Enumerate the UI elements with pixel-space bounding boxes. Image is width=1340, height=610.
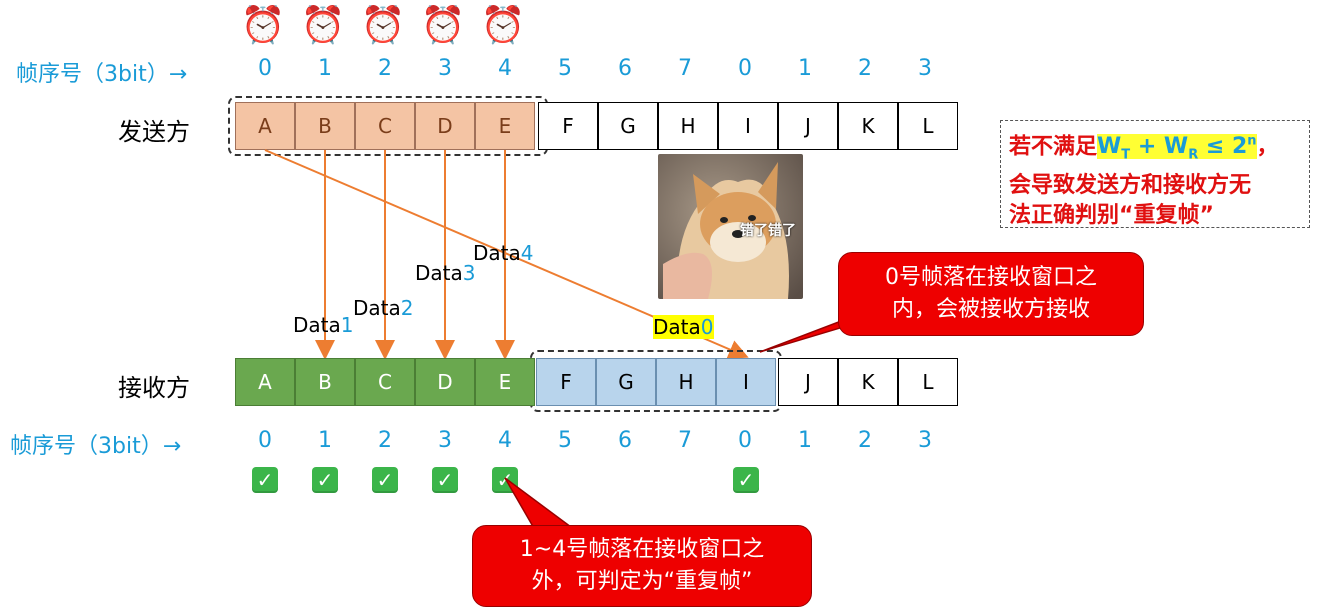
- callout-bottom-pointer: [505, 478, 575, 530]
- callout-received: 0号帧落在接收窗口之 内，会被接收方接收: [838, 252, 1144, 336]
- callout-duplicate: 1~4号帧落在接收窗口之 外，可判定为“重复帧”: [472, 525, 812, 607]
